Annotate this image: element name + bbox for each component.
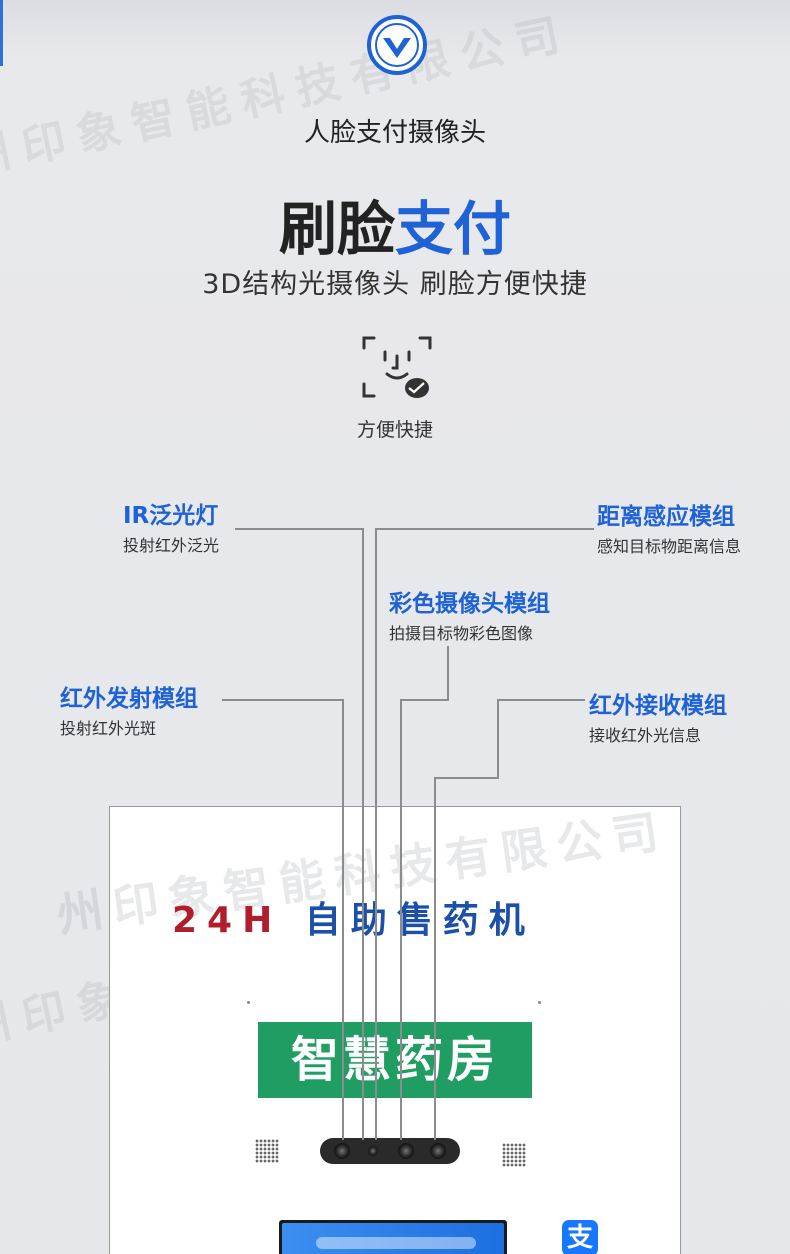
device-panel: 州印象智能科技有限公司 24H 自助售药机 智慧药房 支 xyxy=(54,803,681,1254)
title-part-blue: 支付 xyxy=(395,195,512,263)
panel-dot-right xyxy=(538,1001,541,1004)
page-title: 刷脸支付 xyxy=(0,182,790,266)
camera-module-bar xyxy=(320,1138,460,1164)
leader-ir-flood xyxy=(235,528,364,1140)
speaker-grille-left xyxy=(255,1139,279,1163)
feature-label: 方便快捷 xyxy=(356,419,433,441)
header-subtitle: 人脸支付摄像头 xyxy=(303,118,486,148)
leader-color-camera xyxy=(400,646,449,1140)
lens-color-camera xyxy=(398,1143,414,1159)
callout-ir-emitter: 红外发射模组 投射红外光斑 xyxy=(60,679,198,739)
callout-ir-receiver-title: 红外接收模组 xyxy=(589,693,727,719)
callout-ir-receiver-desc: 接收红外光信息 xyxy=(589,726,702,745)
callout-ir-flood: IR泛光灯 投射红外泛光 xyxy=(123,496,219,556)
callout-ir-receiver: 红外接收模组 接收红外光信息 xyxy=(589,686,727,746)
edge-accent-bar xyxy=(0,0,3,66)
callout-color-camera-title: 彩色摄像头模组 xyxy=(389,591,550,617)
callout-ir-emitter-title: 红外发射模组 xyxy=(60,686,198,712)
alipay-icon: 支 xyxy=(562,1220,598,1254)
headline-machine: 自助售药机 xyxy=(304,900,535,941)
lens-ir-flood xyxy=(368,1146,378,1156)
panel-dot-left xyxy=(247,1001,250,1004)
pharmacy-banner: 智慧药房 xyxy=(258,1022,532,1098)
device-headline: 24H 自助售药机 xyxy=(172,891,535,943)
screen-search-bar xyxy=(316,1237,476,1249)
speaker-grille-right xyxy=(502,1143,526,1167)
callout-ir-flood-desc: 投射红外泛光 xyxy=(123,536,220,555)
callout-ir-flood-title: IR泛光灯 xyxy=(123,503,219,529)
face-scan-icon xyxy=(362,336,432,398)
title-part-dark: 刷脸 xyxy=(278,195,395,263)
headline-24h: 24H xyxy=(172,900,283,941)
callout-distance-desc: 感知目标物距离信息 xyxy=(597,537,742,556)
callout-distance-title: 距离感应模组 xyxy=(597,504,735,530)
leader-ir-receiver xyxy=(434,699,585,1140)
device-screen xyxy=(279,1220,507,1254)
tagline: 3D结构光摄像头 刷脸方便快捷 xyxy=(202,269,588,300)
leader-ir-emitter xyxy=(222,699,344,1140)
device-screen-display xyxy=(282,1223,504,1254)
lens-ir-emitter xyxy=(334,1143,350,1159)
chevron-check-circle-icon xyxy=(367,15,427,75)
callout-color-camera: 彩色摄像头模组 拍摄目标物彩色图像 xyxy=(389,584,550,644)
lens-ir-receiver xyxy=(430,1143,446,1159)
callout-ir-emitter-desc: 投射红外光斑 xyxy=(60,719,157,738)
callout-color-camera-desc: 拍摄目标物彩色图像 xyxy=(389,624,534,643)
leader-distance xyxy=(375,528,594,1140)
callout-distance: 距离感应模组 感知目标物距离信息 xyxy=(597,497,741,557)
